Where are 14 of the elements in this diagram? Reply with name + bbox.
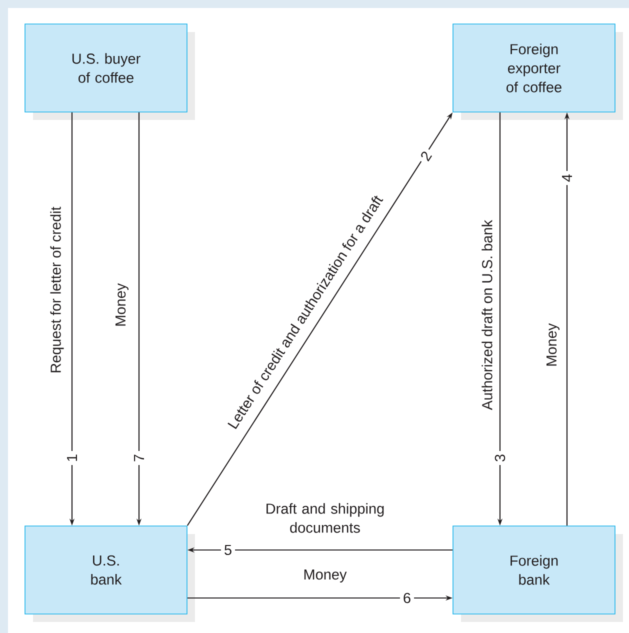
step-number: 4 [559, 170, 575, 186]
edge-label: Authorized draft on U.S. bank [482, 220, 492, 410]
edge-label: Money [304, 570, 347, 582]
box: Foreign bank [452, 526, 623, 622]
edge-label: Draft and shipping documents [266, 503, 384, 533]
step-number: 1 [64, 450, 80, 466]
step-number: 7 [131, 450, 147, 466]
box: U.S. buyer of coffee [24, 24, 195, 120]
box: Foreign exporter of coffee [452, 24, 623, 120]
box: U.S. bank [24, 526, 195, 622]
edge-label: Request for letter of credit [50, 206, 64, 372]
edge-label: Money [546, 323, 560, 366]
step-number: 2 [415, 146, 437, 166]
edge-label: Money [116, 283, 128, 326]
